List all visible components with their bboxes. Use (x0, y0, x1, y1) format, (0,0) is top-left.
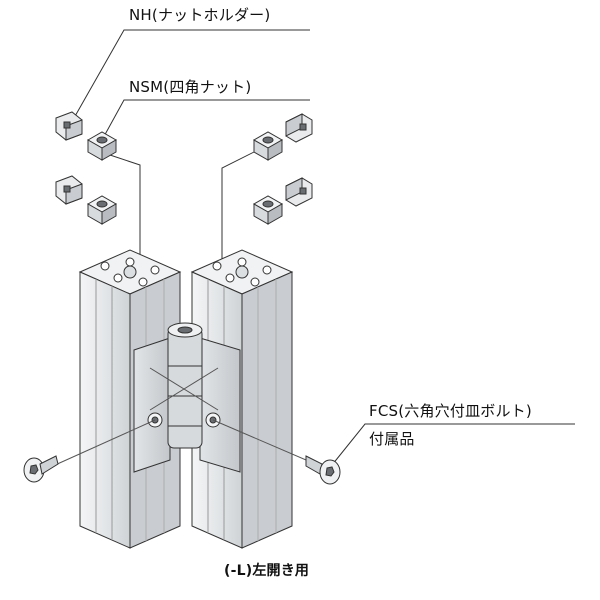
diagram-caption: (-L)左開き用 (224, 563, 310, 579)
hinge-body (133, 322, 241, 473)
nut-holder-icon (285, 177, 313, 207)
nut-holder-group (55, 111, 313, 207)
nsm-right-leader (221, 147, 263, 262)
socket-cap-bolt-icon (23, 455, 59, 483)
nsm-label: NSM(四角ナット) (129, 78, 252, 96)
nut-holder-icon (285, 113, 313, 143)
fcs-leader-line (327, 423, 575, 471)
bolt-axis-lines (43, 419, 321, 471)
square-nut-icon (86, 131, 118, 161)
square-nut-group (86, 131, 284, 225)
leader-lines (73, 29, 575, 471)
square-nut-icon (86, 195, 118, 225)
nut-holder-icon (55, 111, 83, 141)
nh-label: NH(ナットホルダー) (129, 6, 271, 24)
nh-leader-line (73, 29, 310, 119)
nsm-leader-line (101, 99, 310, 141)
accessory-label: 付属品 (369, 430, 415, 448)
nsm-left-leader (109, 154, 141, 262)
fcs-label: FCS(六角穴付皿ボルト) (369, 402, 532, 420)
square-nut-icon (252, 131, 284, 161)
square-nut-icon (252, 195, 284, 225)
socket-cap-bolt-icon (305, 455, 341, 485)
nut-holder-icon (55, 175, 83, 205)
